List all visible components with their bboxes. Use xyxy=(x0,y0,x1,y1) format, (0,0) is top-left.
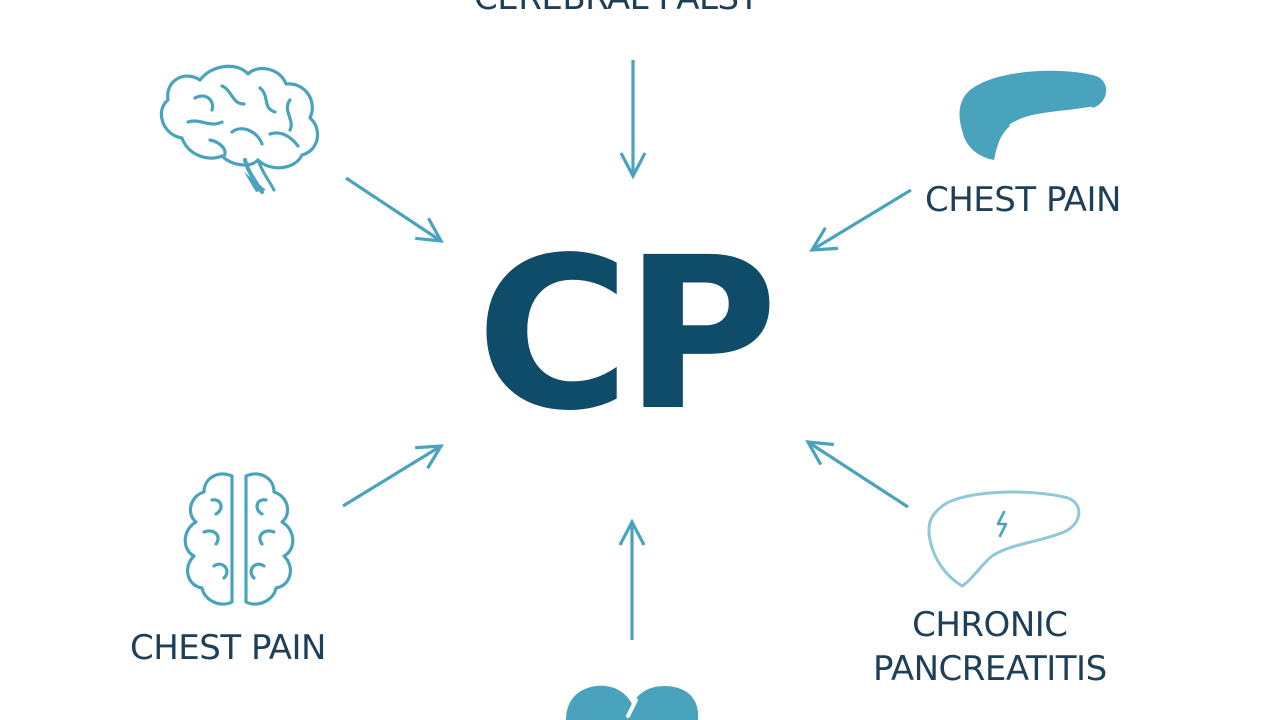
chronic-label-line1: CHRONIC xyxy=(912,605,1068,645)
arrow-bottom-right xyxy=(805,440,909,509)
chest-pain-label-left: CHEST PAIN xyxy=(130,628,327,668)
liver-icon xyxy=(927,490,1081,588)
pancreas-icon xyxy=(959,70,1107,160)
chronic-label-line2: PANCREATITIS xyxy=(873,649,1107,689)
chronic-pancreatitis-label: CHRONIC PANCREATITIS xyxy=(873,603,1107,691)
brain-hemispheres-icon xyxy=(183,472,295,606)
arrow-bottom-left xyxy=(342,444,444,508)
brain-icon xyxy=(159,64,320,194)
arrow-top-left xyxy=(345,176,444,243)
center-abbreviation: CP xyxy=(476,212,778,457)
chest-pain-label-right: CHEST PAIN xyxy=(925,180,1122,220)
arrow-top-right xyxy=(809,188,912,252)
organ-icon xyxy=(566,685,699,720)
cerebral-palsy-label: CEREBRAL PALSY xyxy=(474,0,759,18)
